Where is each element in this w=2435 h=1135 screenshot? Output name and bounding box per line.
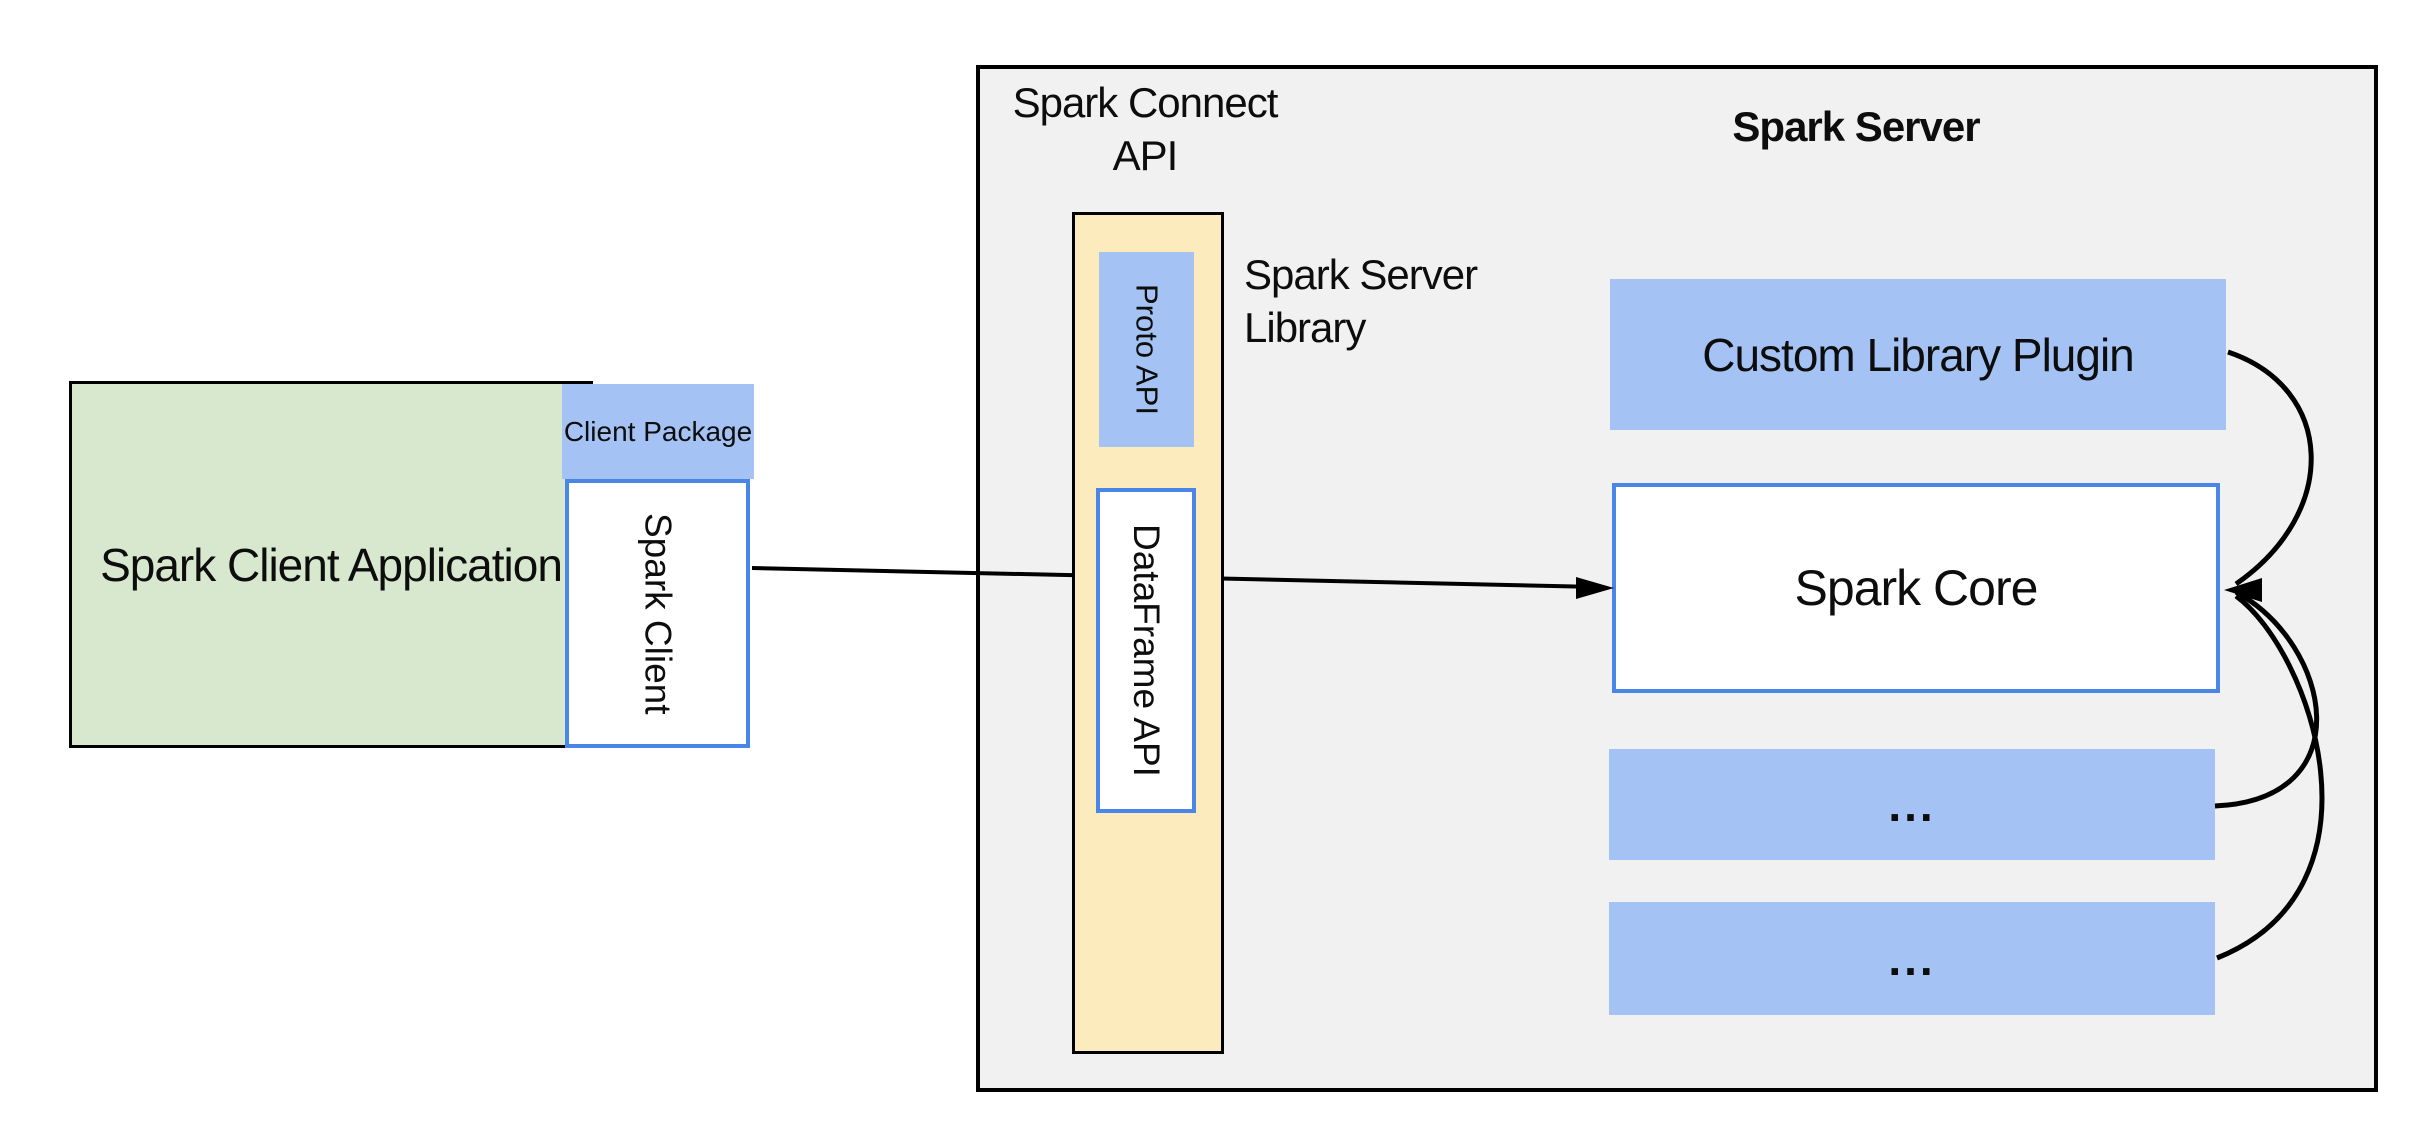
node-spark-client-application: Spark Client Application — [69, 381, 593, 748]
node-custom-library-plugin: Custom Library Plugin — [1610, 279, 2226, 430]
label-spark-server: Spark Server — [1732, 103, 1980, 150]
node-client-package: Client Package — [562, 384, 754, 479]
node-custom-library-plugin-label: Custom Library Plugin — [1702, 328, 2135, 381]
node-spark-client-label: Spark Client — [637, 512, 679, 715]
node-spark-client: Spark Client — [565, 479, 750, 748]
node-spark-client-application-label: Spark Client Application — [100, 538, 563, 591]
node-client-package-label: Client Package — [563, 415, 753, 447]
node-dataframe-api-label: DataFrame API — [1126, 524, 1167, 777]
node-dataframe-api: DataFrame API — [1096, 488, 1196, 813]
node-proto-api-label: Proto API — [1129, 284, 1165, 415]
node-spark-core: Spark Core — [1612, 483, 2220, 693]
node-plugin-placeholder-2: ... — [1609, 902, 2215, 1015]
label-spark-server-library: Spark Server Library — [1244, 251, 1478, 351]
node-spark-core-label: Spark Core — [1794, 560, 2039, 616]
node-proto-api: Proto API — [1099, 252, 1194, 447]
label-spark-connect-api: Spark Connect API — [1012, 79, 1279, 179]
node-plugin-placeholder-1: ... — [1609, 749, 2215, 860]
